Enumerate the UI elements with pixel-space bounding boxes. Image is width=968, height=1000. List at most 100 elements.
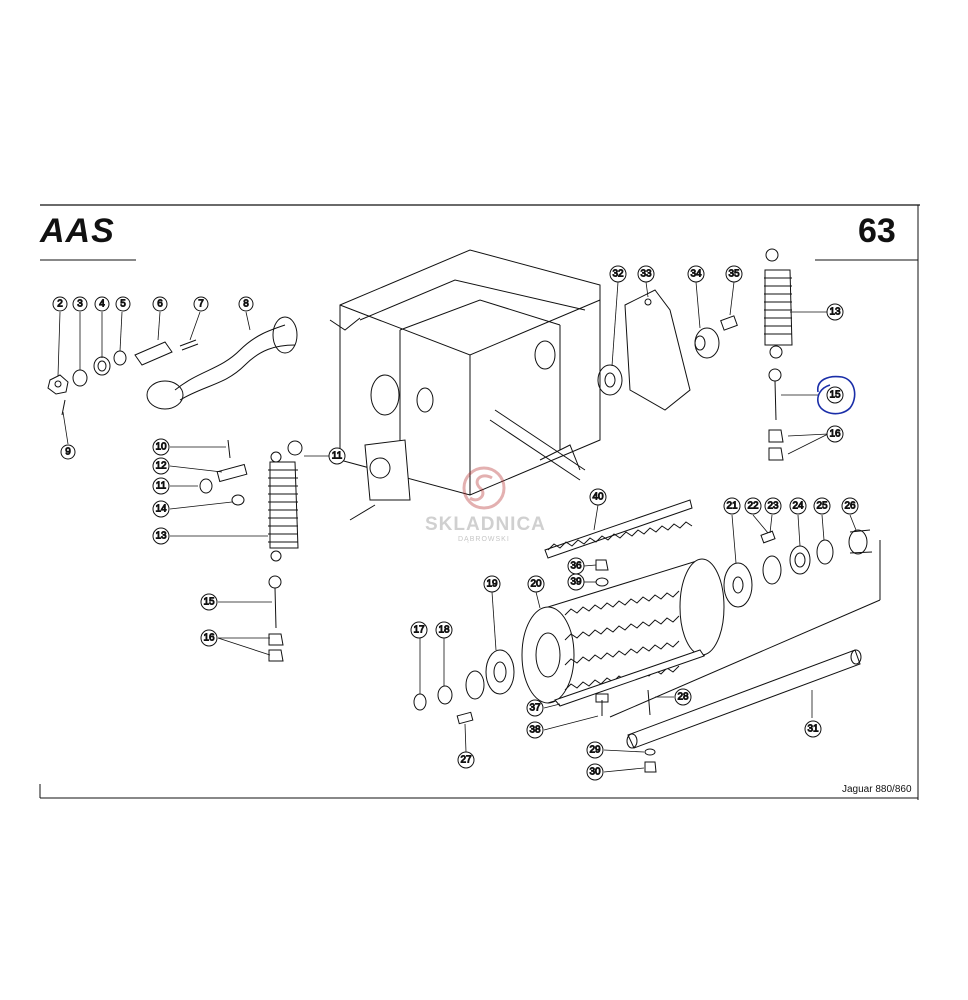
callout-8: 8 — [238, 296, 254, 312]
callout-4: 4 — [94, 296, 110, 312]
callout-30-label: 30 — [589, 767, 601, 778]
left-spring-assembly — [199, 439, 303, 662]
callout-6-label: 6 — [157, 299, 163, 310]
callout-40: 40 — [589, 488, 607, 506]
callout-22-label: 22 — [747, 501, 759, 512]
callout-6: 6 — [152, 296, 168, 312]
callout-38: 38 — [526, 721, 544, 739]
callout-36: 36 — [567, 557, 585, 575]
callout-3: 3 — [72, 296, 88, 312]
callout-26: 26 — [841, 497, 859, 515]
callout-5: 5 — [115, 296, 131, 312]
callout-39: 39 — [567, 573, 585, 591]
callout-37: 37 — [526, 699, 544, 717]
callout-18-label: 18 — [438, 625, 450, 636]
callout-16-right: 16 — [826, 425, 844, 443]
callout-9: 9 — [60, 444, 76, 460]
callout-33-label: 33 — [640, 269, 652, 280]
drum-bolts — [595, 559, 657, 773]
callout-16-left-label: 16 — [203, 633, 215, 644]
watermark-subtext: DĄBROWSKI — [458, 536, 510, 543]
callout-8-label: 8 — [243, 299, 249, 310]
callout-33: 33 — [637, 265, 655, 283]
callout-25: 25 — [813, 497, 831, 515]
leader-lines — [57, 281, 857, 773]
callout-13-right-label: 13 — [829, 307, 841, 318]
model-label: Jaguar 880/860 — [842, 784, 912, 795]
callout-26-label: 26 — [844, 501, 856, 512]
watermark-seal — [462, 466, 506, 510]
callouts: 2 3 4 5 6 7 8 9 10 12 11 11 14 13 15 16 … — [52, 265, 859, 781]
callout-32-label: 32 — [612, 269, 624, 280]
drive-shaft — [609, 540, 881, 749]
callout-22: 22 — [744, 497, 762, 515]
page-number: 63 — [858, 212, 896, 250]
callout-24-label: 24 — [792, 501, 804, 512]
left-hub-parts — [47, 316, 298, 416]
callout-13-left: 13 — [152, 527, 170, 545]
callout-15-left-label: 15 — [203, 597, 215, 608]
callout-11-left: 11 — [152, 477, 170, 495]
callout-28: 28 — [674, 688, 692, 706]
callout-7: 7 — [193, 296, 209, 312]
callout-10: 10 — [152, 438, 170, 456]
callout-20-label: 20 — [530, 579, 542, 590]
highlight-circle — [817, 375, 856, 415]
callout-17: 17 — [410, 621, 428, 639]
callout-27-label: 27 — [460, 755, 472, 766]
callout-34-label: 34 — [690, 269, 702, 280]
callout-5-label: 5 — [120, 299, 126, 310]
callout-12: 12 — [152, 457, 170, 475]
callout-13-right: 13 — [826, 303, 844, 321]
callout-9-label: 9 — [65, 447, 71, 458]
callout-15-right: 15 — [826, 386, 844, 404]
callout-30: 30 — [586, 763, 604, 781]
callout-23: 23 — [764, 497, 782, 515]
callout-32: 32 — [609, 265, 627, 283]
knife-bar — [544, 499, 693, 559]
callout-24: 24 — [789, 497, 807, 515]
callout-17-label: 17 — [413, 625, 425, 636]
callout-7-label: 7 — [198, 299, 204, 310]
callout-29-label: 29 — [589, 745, 601, 756]
callout-10-label: 10 — [155, 442, 167, 453]
callout-34: 34 — [687, 265, 705, 283]
callout-3-label: 3 — [77, 299, 83, 310]
callout-31: 31 — [804, 720, 822, 738]
callout-35: 35 — [725, 265, 743, 283]
callout-18: 18 — [435, 621, 453, 639]
callout-11-left-label: 11 — [156, 481, 167, 492]
callout-13-left-label: 13 — [155, 531, 167, 542]
callout-39-label: 39 — [570, 577, 582, 588]
callout-19: 19 — [483, 575, 501, 593]
callout-38-label: 38 — [529, 725, 541, 736]
chopper-housing-frame — [329, 249, 601, 521]
callout-35-label: 35 — [728, 269, 740, 280]
callout-25-label: 25 — [816, 501, 828, 512]
callout-2: 2 — [52, 296, 68, 312]
callout-28-label: 28 — [677, 692, 689, 703]
callout-15-right-label: 15 — [829, 390, 841, 401]
callout-21-label: 21 — [726, 501, 738, 512]
drum-right-hub — [723, 529, 873, 608]
callout-27: 27 — [457, 751, 475, 769]
callout-2-label: 2 — [57, 299, 63, 310]
callout-21: 21 — [723, 497, 741, 515]
watermark-text: SKLADNICA — [425, 514, 546, 535]
callout-15-left: 15 — [200, 593, 218, 611]
callout-20: 20 — [527, 575, 545, 593]
callout-14: 14 — [152, 500, 170, 518]
callout-40-label: 40 — [592, 492, 604, 503]
callout-4-label: 4 — [99, 299, 105, 310]
callout-16-left: 16 — [200, 629, 218, 647]
drum-left-hub — [413, 649, 515, 725]
callout-11-right: 11 — [328, 447, 346, 465]
callout-37-label: 37 — [529, 703, 541, 714]
shield-bearing-cluster — [597, 289, 738, 411]
callout-31-label: 31 — [807, 724, 819, 735]
chopper-drum — [521, 558, 725, 707]
brand-logo: AAS — [40, 212, 115, 250]
callout-23-label: 23 — [767, 501, 779, 512]
right-spring-assembly — [764, 248, 793, 461]
